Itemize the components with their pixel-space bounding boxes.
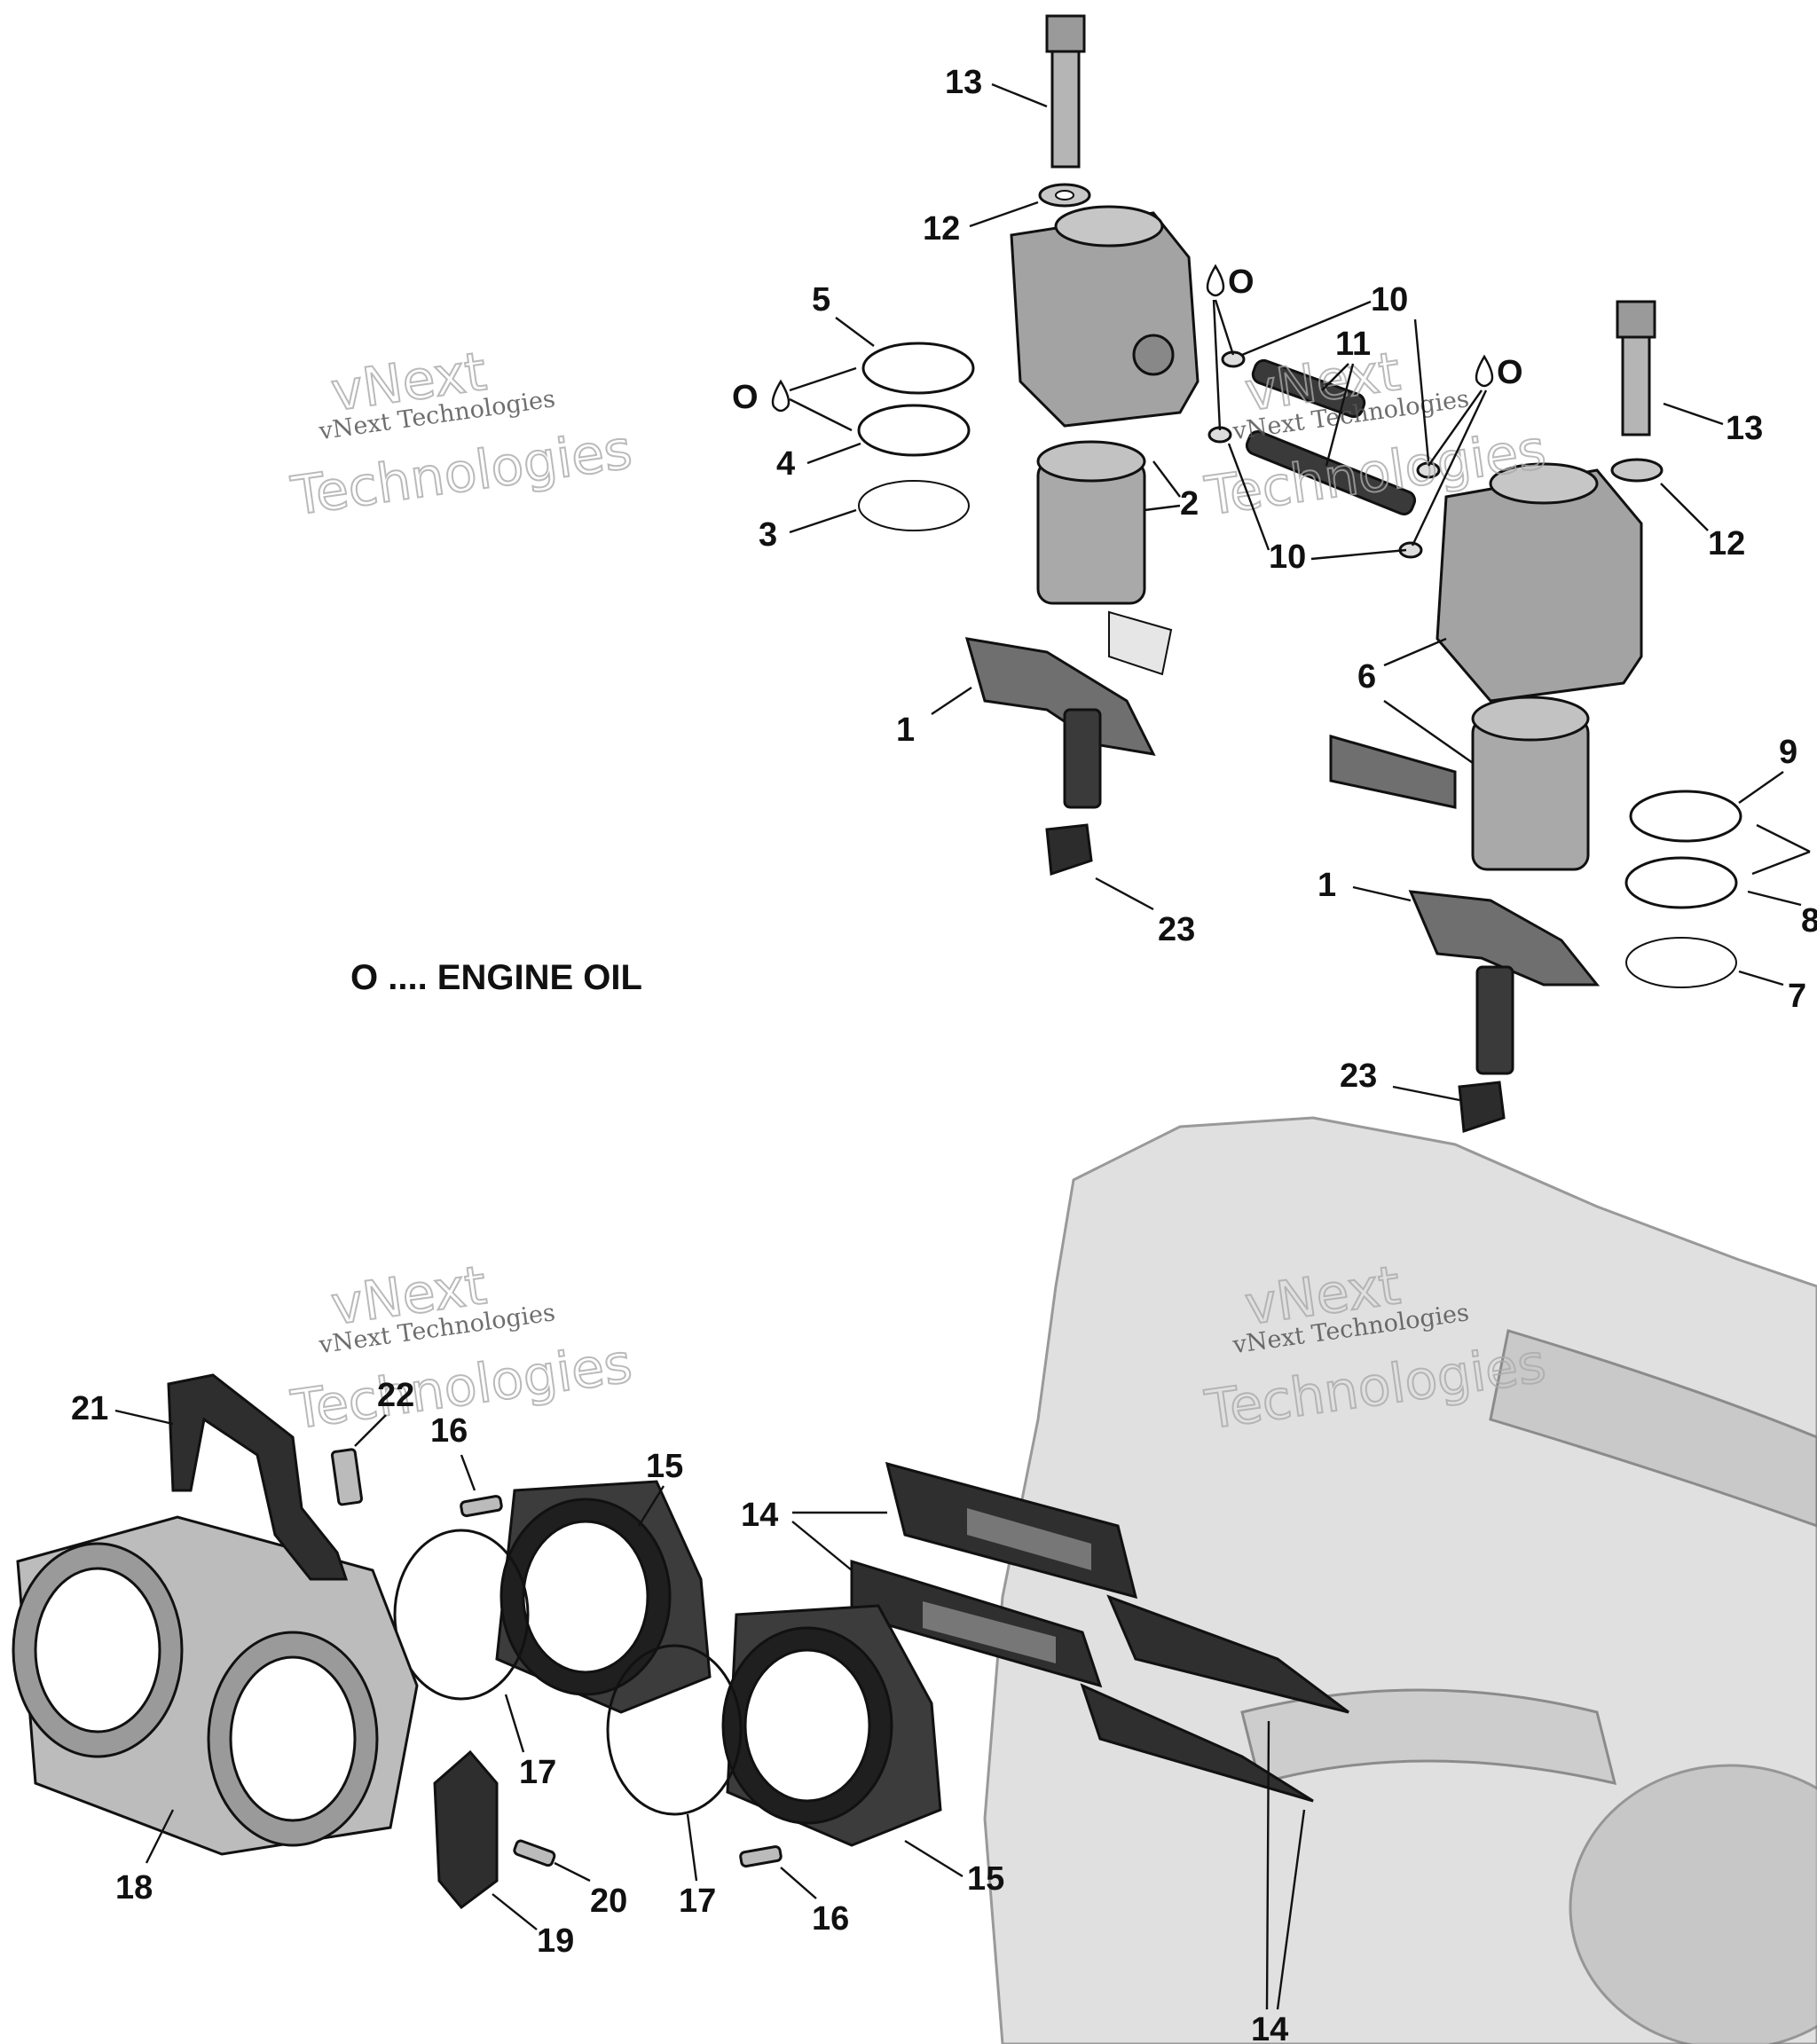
callout-10-bottom: 10	[1269, 539, 1306, 576]
callout-11: 11	[1335, 326, 1371, 363]
svg-text:O: O	[1497, 354, 1523, 391]
callout-19: 19	[537, 1922, 574, 1960]
callout-2: 2	[1180, 485, 1199, 523]
oil-filter-cover-right	[1436, 462, 1643, 703]
o-ring-3	[858, 480, 970, 531]
callout-12-left: 12	[923, 210, 960, 248]
callout-10-top: 10	[1371, 281, 1408, 318]
oil-marker-washer-right: O	[1411, 354, 1523, 546]
callout-7: 7	[1788, 978, 1806, 1015]
bolt-13-right	[1616, 300, 1656, 436]
bracket-1-right	[1408, 890, 1601, 1075]
o-ring-8	[1624, 856, 1738, 909]
callouts: 13 12 5 4 3 2 10 11 10 13 12 6 9 8 7 1 1…	[71, 64, 1817, 2044]
clamp-17-lower	[606, 1644, 743, 1816]
watermark-top-left: vNext vNext Technologies Technologies	[287, 340, 636, 529]
throttle-body-18	[12, 1515, 419, 1856]
reed-valve-14-d	[1080, 1683, 1314, 1803]
callout-21: 21	[71, 1390, 108, 1427]
washer-12-right	[1610, 458, 1664, 483]
oil-drop-icon	[1206, 263, 1225, 297]
o-ring-4	[857, 404, 971, 457]
o-ring-5	[861, 342, 975, 395]
screw-16-lower	[739, 1845, 783, 1868]
callout-20: 20	[590, 1883, 627, 1920]
callout-18: 18	[115, 1869, 153, 1906]
oil-drop-icon	[1475, 354, 1494, 388]
bracket-21	[167, 1373, 349, 1581]
watermark-bottom-left: vNext vNext Technologies Technologies	[287, 1254, 636, 1443]
callout-3: 3	[759, 516, 777, 554]
callout-6: 6	[1357, 658, 1376, 696]
screw-20	[513, 1839, 556, 1867]
callout-4: 4	[776, 445, 795, 483]
intake-adaptor-15-upper	[495, 1480, 712, 1714]
callout-17-upper: 17	[519, 1754, 556, 1791]
o-ring-9	[1629, 790, 1742, 843]
screw-22	[330, 1448, 364, 1506]
o-ring-7	[1625, 937, 1737, 988]
oil-marker-ring-left: O	[732, 366, 857, 432]
oil-filter-right	[1329, 696, 1590, 871]
callout-17-lower: 17	[679, 1883, 716, 1920]
callout-16-lower: 16	[812, 1900, 849, 1938]
callout-14-top: 14	[741, 1497, 778, 1534]
legend-engine-oil: O .... ENGINE OIL	[350, 958, 642, 997]
callout-13-right: 13	[1726, 410, 1763, 447]
callout-9: 9	[1779, 734, 1797, 771]
callout-15-lower: 15	[967, 1860, 1004, 1898]
callout-16-upper: 16	[430, 1412, 468, 1450]
callout-23-left: 23	[1158, 911, 1195, 948]
callout-1-left: 1	[896, 711, 915, 749]
clamp-17-upper	[393, 1529, 530, 1701]
callout-14-bottom: 14	[1251, 2011, 1288, 2044]
washer-12-left	[1038, 183, 1091, 208]
washers-10	[1207, 350, 1441, 559]
bolt-13-left	[1045, 14, 1086, 169]
engine-block	[983, 1116, 1817, 2044]
oil-tube-11-lower	[1245, 430, 1417, 515]
oil-filter-left	[1036, 440, 1173, 676]
callout-5: 5	[812, 281, 830, 318]
svg-text:O: O	[732, 379, 759, 416]
bracket-1-left	[964, 637, 1156, 809]
callout-15-upper: 15	[646, 1448, 683, 1485]
callout-8: 8	[1801, 902, 1817, 939]
intake-adaptor-15-lower	[721, 1604, 942, 1847]
oil-filter-cover-left	[1010, 205, 1200, 428]
reed-valve-14-a	[885, 1461, 1138, 1600]
callout-23-right: 23	[1340, 1057, 1377, 1095]
oil-tube-11-upper	[1251, 358, 1366, 419]
oil-marker-washer-left: O	[1206, 263, 1255, 431]
clip-23-right	[1458, 1081, 1506, 1134]
callout-1-right: 1	[1318, 867, 1336, 904]
callout-12-right: 12	[1708, 525, 1745, 562]
clip-23-left	[1045, 823, 1093, 877]
sensor-19	[433, 1749, 499, 1910]
reed-valve-14-c	[1106, 1594, 1349, 1714]
callout-22: 22	[377, 1377, 414, 1414]
screw-16-upper	[460, 1495, 503, 1518]
oil-drop-icon	[771, 379, 791, 413]
callout-13-left: 13	[945, 64, 982, 101]
reed-valve-14-b	[850, 1559, 1103, 1688]
svg-text:O: O	[1228, 263, 1255, 301]
